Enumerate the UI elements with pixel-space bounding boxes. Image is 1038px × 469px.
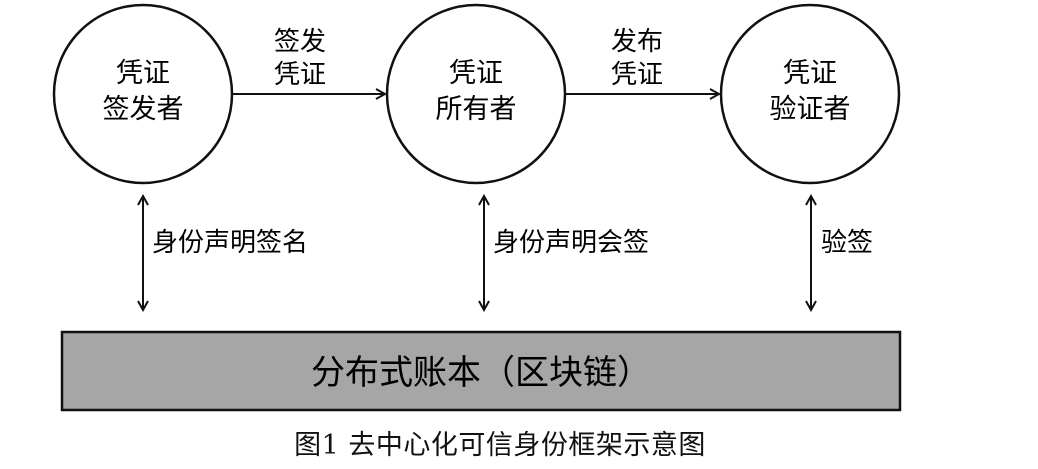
link-verifier-ledger-label: 验签 bbox=[821, 228, 873, 258]
link-verifier-ledger: 验签 bbox=[811, 196, 873, 310]
ledger-bar bbox=[60, 330, 902, 412]
node-issuer: 凭证 签发者 bbox=[52, 3, 234, 185]
node-verifier: 凭证 验证者 bbox=[719, 3, 901, 185]
edge-issue-line1: 签发 bbox=[274, 27, 326, 57]
node-holder-line2: 所有者 bbox=[436, 94, 517, 125]
figure-caption: 图1 去中心化可信身份框架示意图 bbox=[294, 430, 706, 461]
node-verifier-line2: 验证者 bbox=[770, 94, 851, 125]
ledger-label: 分布式账本（区块链） bbox=[311, 353, 651, 393]
edge-issue-line2: 凭证 bbox=[274, 60, 326, 90]
node-verifier-line1: 凭证 bbox=[783, 58, 837, 89]
node-issuer-line1: 凭证 bbox=[116, 58, 170, 89]
edge-publish-line2: 凭证 bbox=[611, 60, 663, 90]
ledger: 分布式账本（区块链） bbox=[60, 330, 902, 412]
edge-publish: 发布 凭证 bbox=[565, 27, 719, 94]
edge-publish-line1: 发布 bbox=[611, 27, 663, 57]
node-holder: 凭证 所有者 bbox=[385, 3, 567, 185]
node-holder-line1: 凭证 bbox=[449, 58, 503, 89]
link-holder-ledger: 身份声明会签 bbox=[484, 196, 649, 310]
node-issuer-line2: 签发者 bbox=[103, 94, 184, 125]
link-issuer-ledger: 身份声明签名 bbox=[143, 196, 308, 310]
link-holder-ledger-label: 身份声明会签 bbox=[493, 228, 649, 258]
link-issuer-ledger-label: 身份声明签名 bbox=[152, 228, 308, 258]
edge-issue: 签发 凭证 bbox=[232, 27, 385, 94]
